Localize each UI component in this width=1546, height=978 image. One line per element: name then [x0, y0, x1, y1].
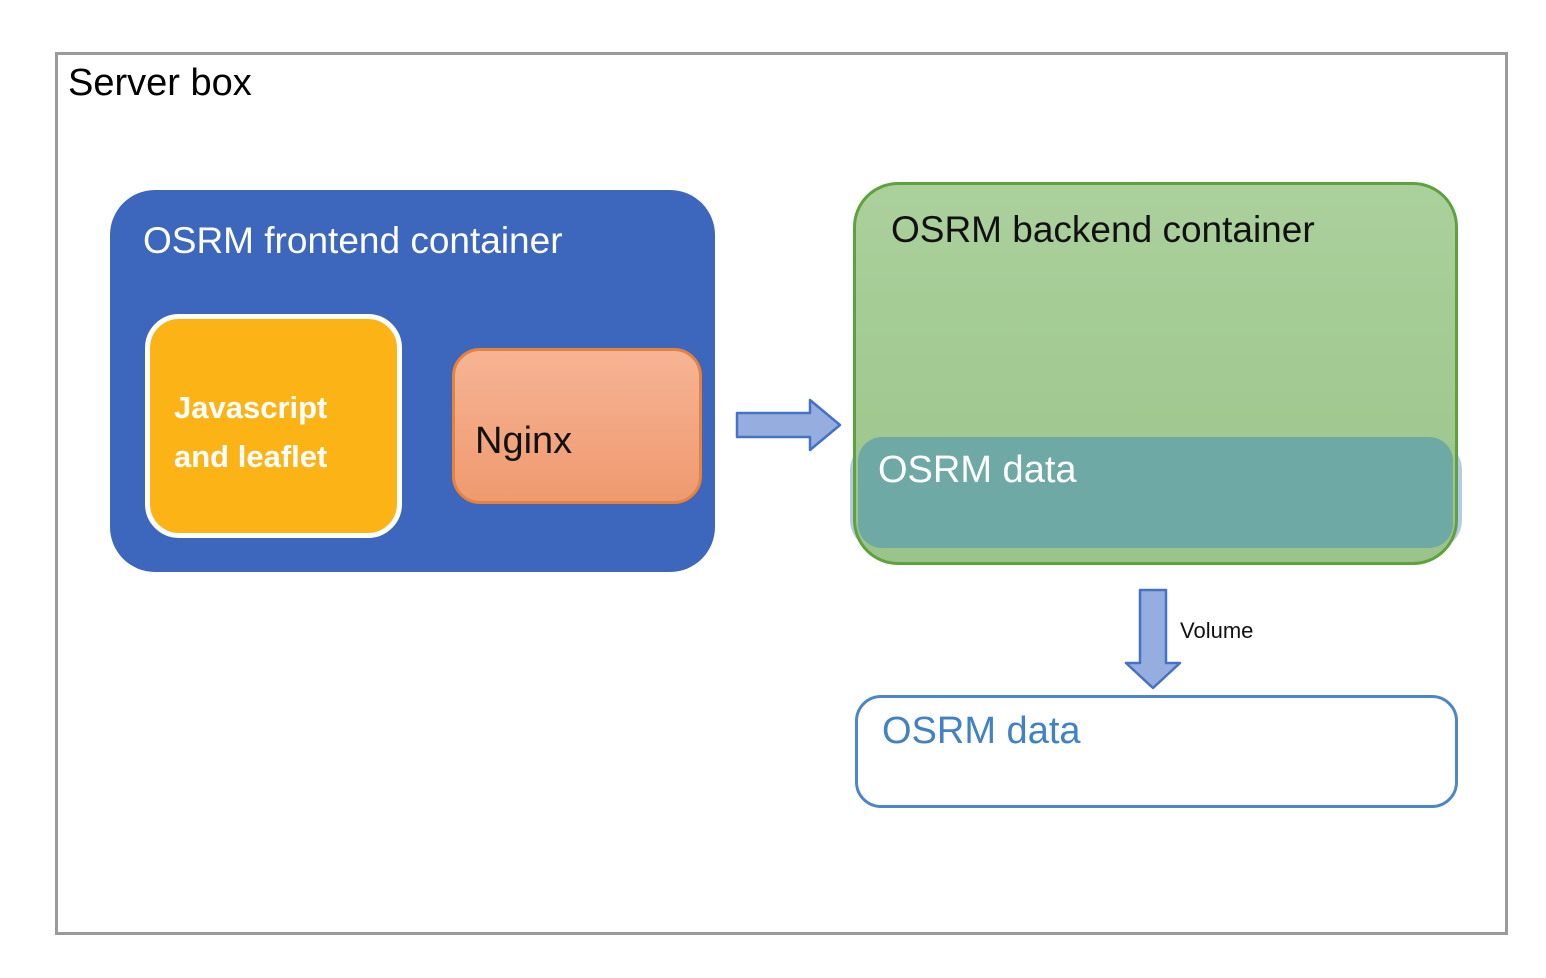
osrm-data-volume-label: OSRM data: [882, 710, 1081, 752]
osrm-data-volume-box: OSRM data: [855, 695, 1458, 808]
frontend-container-title: OSRM frontend container: [143, 220, 563, 261]
frontend-container: OSRM frontend container Javascript and l…: [110, 190, 715, 572]
backend-container-title: OSRM backend container: [891, 209, 1315, 250]
nginx-label: Nginx: [475, 419, 573, 462]
javascript-leaflet-box: Javascript and leaflet: [145, 314, 402, 538]
nginx-box: Nginx: [452, 348, 702, 504]
backend-osrm-data-band: OSRM data: [858, 437, 1453, 548]
right-arrow-icon: [735, 398, 842, 452]
server-box-label: Server box: [68, 62, 252, 104]
volume-arrow-label: Volume: [1180, 618, 1254, 643]
down-arrow-icon: [1124, 588, 1182, 690]
server-box: [55, 52, 1508, 935]
backend-osrm-data-label: OSRM data: [878, 449, 1077, 491]
javascript-leaflet-label: Javascript and leaflet: [174, 390, 328, 474]
